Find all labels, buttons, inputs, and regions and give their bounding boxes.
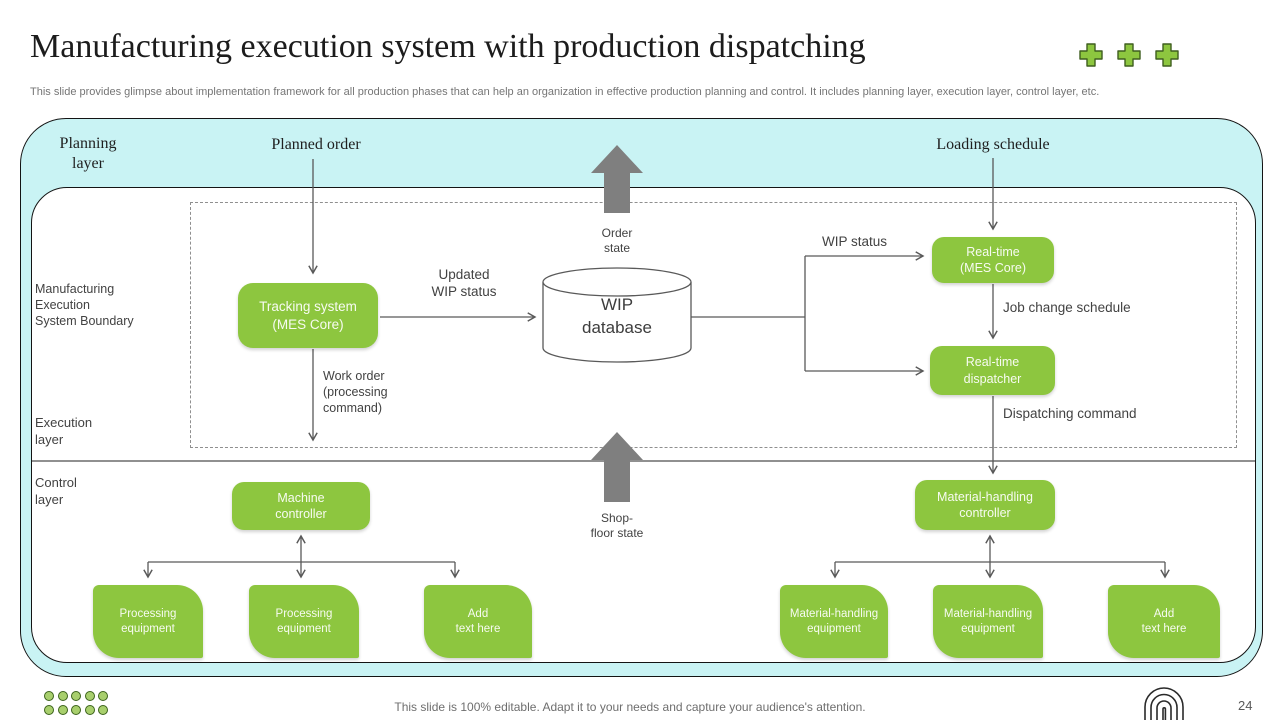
planning-layer-label: Planning layer (59, 135, 117, 173)
dot (44, 691, 54, 701)
page-number: 24 (1238, 698, 1253, 713)
mes-boundary-box (190, 202, 1237, 448)
loading-schedule-label: Loading schedule (936, 136, 1050, 153)
dispatching-command-label: Dispatching command (1003, 406, 1137, 421)
plus-icon (1117, 43, 1141, 67)
material-handling-equipment-node-1[interactable]: Material-handling equipment (780, 585, 888, 658)
material-handling-controller-node[interactable]: Material-handling controller (915, 480, 1055, 530)
order-state-label: Order state (601, 226, 633, 256)
machine-controller-node[interactable]: Machine controller (232, 482, 370, 530)
dot (71, 704, 81, 715)
dot (57, 704, 68, 715)
dot (57, 691, 68, 701)
footer-note: This slide is 100% editable. Adapt it to… (394, 700, 866, 714)
page-subtitle: This slide provides glimpse about implem… (30, 86, 1100, 98)
page-title: Manufacturing execution system with prod… (30, 28, 866, 65)
realtime-mes-core-node[interactable]: Real-time (MES Core) (932, 237, 1054, 283)
execution-layer-label: Execution layer (35, 415, 93, 447)
plus-icon-group (1078, 42, 1180, 68)
realtime-dispatcher-node[interactable]: Real-time dispatcher (930, 346, 1055, 395)
dots-pattern (44, 691, 108, 715)
dot (44, 704, 54, 715)
dot (98, 704, 108, 715)
mes-boundary-label: Manufacturing Execution System Boundary (35, 282, 134, 328)
planned-order-label: Planned order (271, 136, 361, 153)
work-order-label: Work order (processing command) (323, 369, 388, 415)
material-handling-equipment-node-2[interactable]: Material-handling equipment (933, 585, 1043, 658)
dot (84, 691, 95, 701)
processing-equipment-node-2[interactable]: Processing equipment (249, 585, 359, 658)
dot (98, 691, 108, 701)
add-text-placeholder-right[interactable]: Add text here (1108, 585, 1220, 658)
dot (84, 704, 95, 715)
wip-database-label: WIP database (582, 295, 652, 337)
plus-icon (1155, 43, 1179, 67)
shop-floor-state-label: Shop- floor state (590, 511, 644, 541)
control-layer-label: Control layer (35, 475, 77, 507)
processing-equipment-node-1[interactable]: Processing equipment (93, 585, 203, 658)
fingerprint-icon (1144, 687, 1184, 720)
plus-icon (1079, 43, 1103, 67)
updated-wip-status-label: Updated WIP status (431, 267, 497, 300)
tracking-system-node[interactable]: Tracking system (MES Core) (238, 283, 378, 348)
add-text-placeholder-left[interactable]: Add text here (424, 585, 532, 658)
dot (71, 691, 81, 701)
job-change-schedule-label: Job change schedule (1003, 300, 1131, 315)
wip-status-label: WIP status (822, 234, 888, 249)
